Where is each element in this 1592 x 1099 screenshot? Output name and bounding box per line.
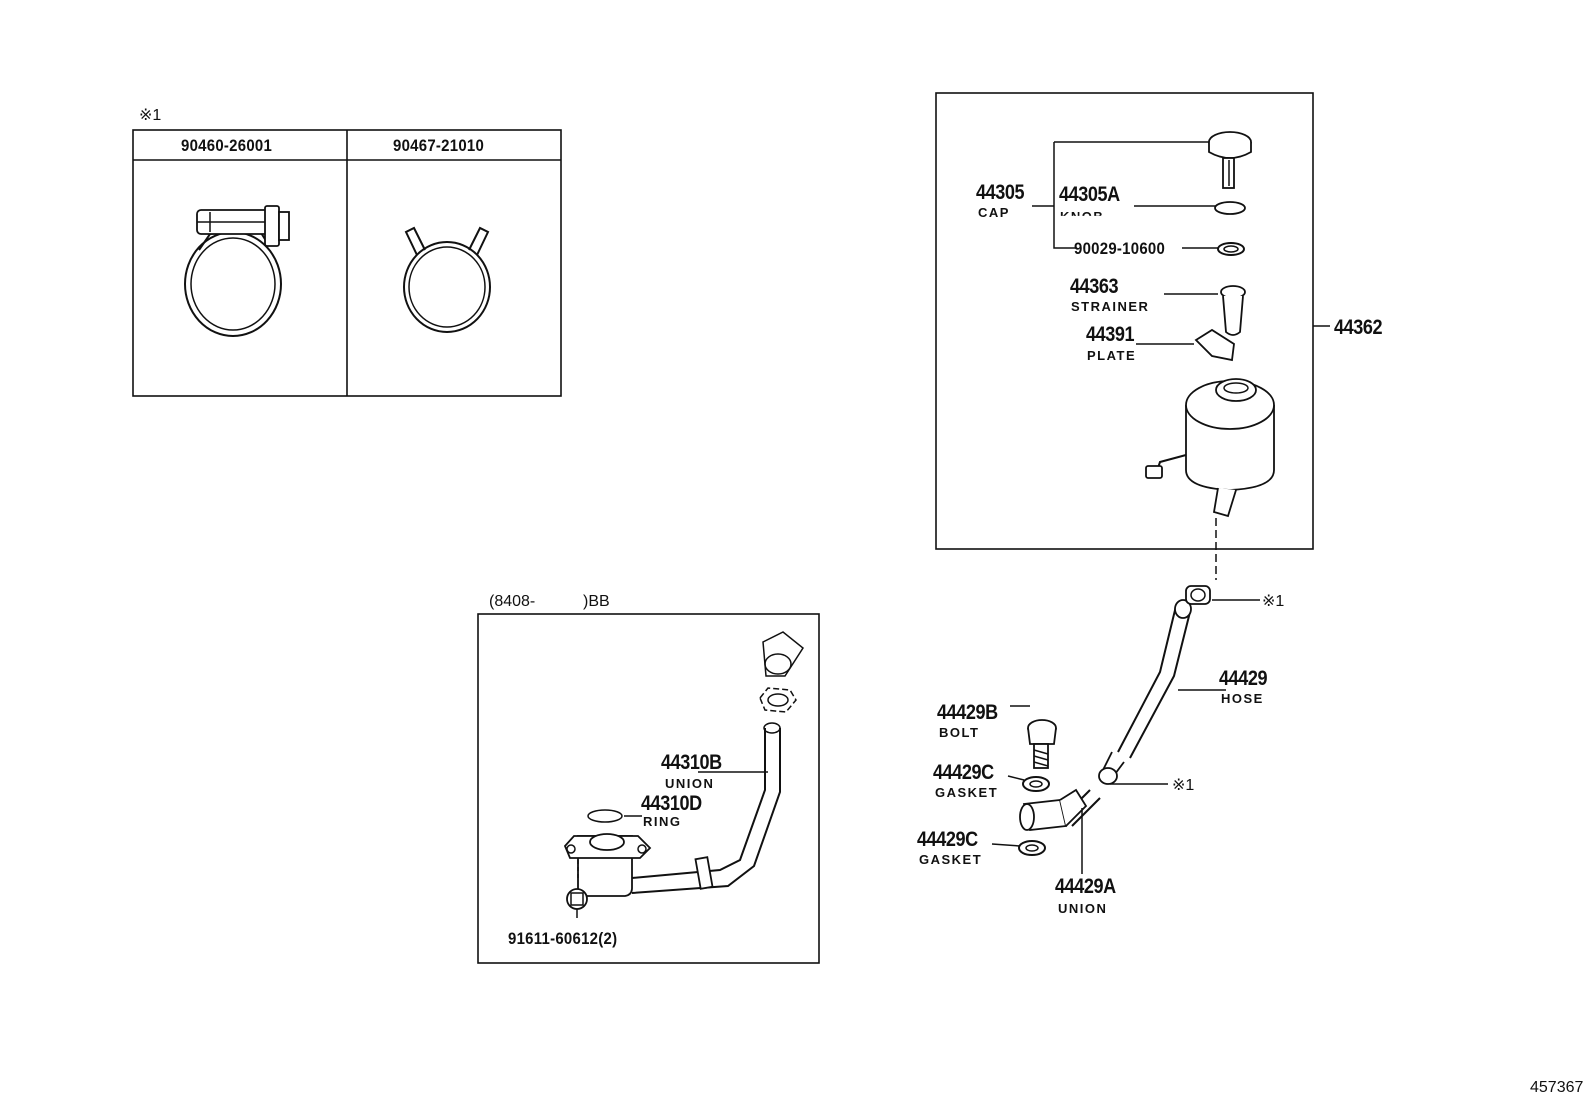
- hose-name: HOSE: [1221, 691, 1264, 706]
- spring-clamp-icon: [403, 226, 491, 333]
- assy-part: 44362: [1334, 316, 1383, 339]
- cap-bracket: [1032, 141, 1218, 345]
- union-body-icon: [1019, 788, 1088, 831]
- clamp-note-mark: ※1: [139, 107, 162, 124]
- illustration-number: 457367: [1530, 1079, 1584, 1096]
- gasket1-part: 44429C: [933, 761, 994, 784]
- plate-name: PLATE: [1087, 348, 1137, 363]
- gasket2-part: 44429C: [917, 828, 978, 851]
- union-bolt-icon: [1027, 719, 1057, 769]
- screw-clamp-icon: [184, 205, 290, 337]
- gasket2-icon: [1018, 840, 1046, 856]
- clamp-ref-top: ※1: [1262, 593, 1285, 610]
- knob-part: 44305A: [1059, 183, 1120, 206]
- inset-ring-part: 44310D: [641, 792, 702, 815]
- inset-union-name: UNION: [665, 776, 715, 791]
- gasket2-leader: [991, 843, 1021, 847]
- plate-part: 44391: [1086, 323, 1135, 346]
- clamp-part-2: 90467-21010: [393, 136, 485, 155]
- inset-ring-name: RING: [643, 814, 682, 829]
- knob-icon: [1208, 131, 1252, 189]
- cap-part: 44305: [976, 181, 1025, 204]
- inset-union-pipe-icon: [563, 722, 781, 918]
- strainer-name: STRAINER: [1071, 299, 1150, 314]
- hose-part: 44429: [1219, 667, 1268, 690]
- gasket1-name: GASKET: [935, 785, 999, 800]
- bolt-part: 44429B: [937, 701, 998, 724]
- gasket1-leader: [1007, 775, 1025, 781]
- reservoir-frame: [935, 92, 1314, 550]
- bolt-name: BOLT: [939, 725, 980, 740]
- union-part: 44429A: [1055, 875, 1116, 898]
- clamp-table-frame: [132, 129, 562, 397]
- hose-icon: [1061, 585, 1211, 827]
- reservoir-tank-icon: [1145, 378, 1275, 580]
- inset-header-right: )BB: [583, 593, 610, 610]
- union-name: UNION: [1058, 901, 1108, 916]
- cap-name: CAP: [978, 205, 1010, 220]
- oring-icon: [1217, 242, 1245, 256]
- inset-frame: [477, 613, 820, 964]
- inset-header-left: (8408-: [489, 593, 536, 610]
- strainer-part: 44363: [1070, 275, 1119, 298]
- gasket1-icon: [1022, 776, 1050, 792]
- knob-seal-icon: [1214, 201, 1246, 215]
- plate-icon: [1194, 328, 1235, 362]
- inset-bolt-part: 91611-60612(2): [508, 929, 618, 948]
- strainer-icon: [1220, 285, 1246, 336]
- clamp-part-1: 90460-26001: [181, 136, 273, 155]
- clamp-ref-bottom: ※1: [1172, 777, 1195, 794]
- inset-hose-end-icon: [759, 631, 804, 713]
- knob-name: KNOB: [1060, 209, 1105, 224]
- inset-union-part: 44310B: [661, 751, 722, 774]
- oring-part: 90029-10600: [1074, 239, 1166, 258]
- gasket2-name: GASKET: [919, 852, 983, 867]
